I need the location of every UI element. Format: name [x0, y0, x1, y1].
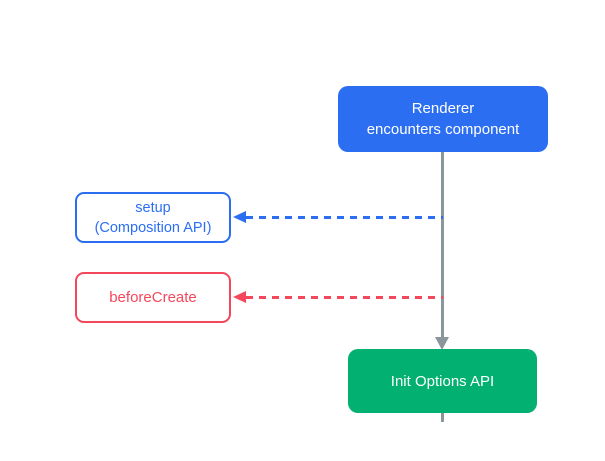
- arrowhead-left-red-icon: [233, 291, 246, 303]
- node-setup-label-line2: (Composition API): [94, 219, 212, 236]
- node-setup-label-line1: setup: [135, 199, 171, 216]
- node-renderer-label-line2: encounters component: [366, 121, 520, 138]
- arrowhead-left-blue-icon: [233, 211, 246, 223]
- connector-renderer-to-init-options: [441, 152, 444, 338]
- connector-dashed-to-setup: [246, 216, 443, 219]
- node-beforecreate-label: beforeCreate: [109, 288, 197, 306]
- node-beforecreate: beforeCreate: [75, 272, 231, 323]
- node-renderer-label-line1: Renderer: [411, 100, 475, 117]
- node-init-options-api: Init Options API: [348, 349, 537, 413]
- connector-dashed-to-beforecreate: [246, 296, 443, 299]
- node-setup-composition-api: setup (Composition API): [75, 192, 231, 243]
- node-renderer-encounters-component: Renderer encounters component: [338, 86, 548, 152]
- node-init-options-label: Init Options API: [390, 372, 495, 390]
- connector-continuation-stub: [441, 413, 444, 422]
- arrowhead-down-icon: [435, 337, 449, 350]
